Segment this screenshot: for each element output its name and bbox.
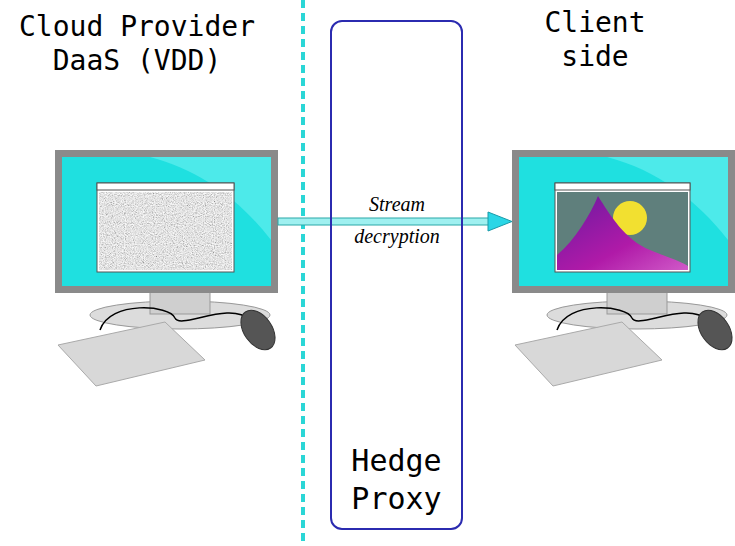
box-title: Hedge Proxy [342, 442, 452, 518]
server-computer [55, 150, 282, 386]
heading-label: Cloud Provider DaaS (VDD) [2, 10, 272, 78]
client-computer [512, 150, 735, 386]
separator-line [301, 0, 305, 546]
arrow-label: Stream decryption [337, 188, 457, 252]
heading-label: Client side [515, 6, 675, 74]
proxy-box: Hedge Proxy [330, 20, 463, 530]
